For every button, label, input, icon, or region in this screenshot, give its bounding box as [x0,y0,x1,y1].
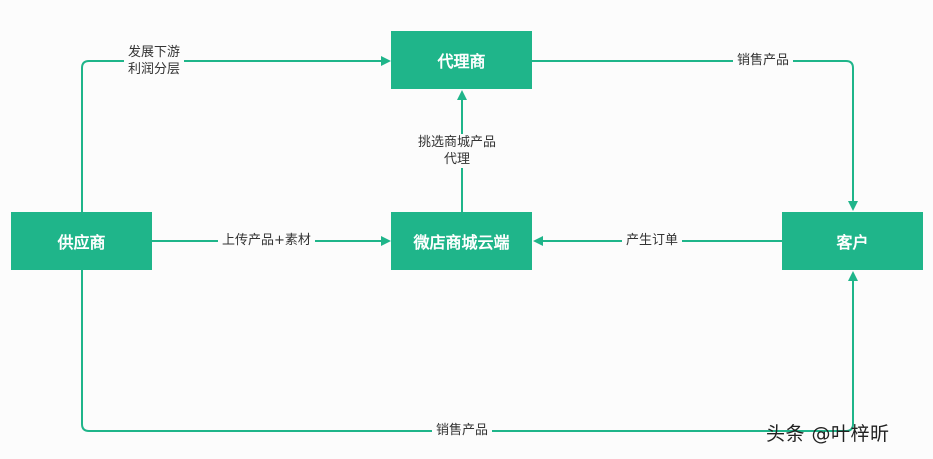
node-store: 微店商城云端 [391,212,532,270]
label-supplier-store: 上传产品+素材 [218,232,315,249]
watermark: 头条 @叶梓昕 [766,423,890,445]
label-supplier-agent-line2: 利润分层 [128,62,181,77]
label-customer-store: 产生订单 [622,232,683,249]
label-supplier-agent: 发展下游 利润分层 [124,44,185,78]
label-store-agent-line1: 挑选商城产品 [418,135,497,150]
edge-supplier-agent [81,56,391,212]
node-supplier: 供应商 [11,212,152,270]
label-store-agent-line2: 代理 [444,152,471,167]
label-agent-customer: 销售产品 [733,52,794,69]
edge-supplier-customer [81,270,858,432]
label-supplier-agent-line1: 发展下游 [128,45,181,60]
label-store-agent: 挑选商城产品 代理 [414,134,501,168]
edge-agent-customer [532,60,858,211]
node-agent: 代理商 [391,31,532,89]
node-customer: 客户 [782,212,923,270]
label-supplier-customer: 销售产品 [432,422,493,439]
